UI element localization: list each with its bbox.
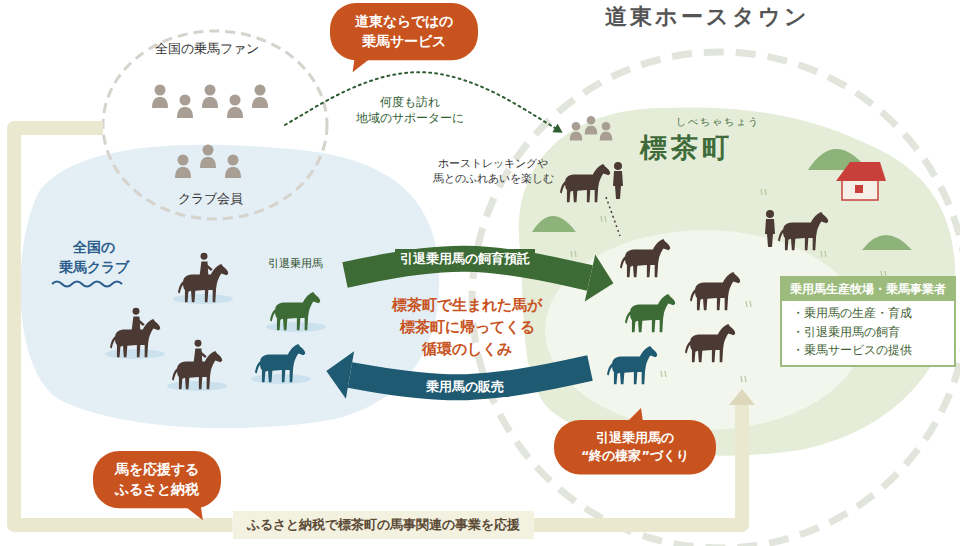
- grass-ticks: [571, 189, 886, 382]
- center-message: 標茶町で生まれた馬が 標茶町に帰ってくる 循環のしくみ: [387, 295, 547, 360]
- person-icon: [585, 116, 598, 134]
- group-heading: 全国の乗馬ファン: [155, 40, 259, 58]
- ruby-text: しべちゃちょう: [676, 115, 760, 129]
- speech-bubble-shape: [93, 451, 221, 508]
- horse-icon: [685, 324, 735, 362]
- horse-rider: [110, 308, 160, 357]
- person-icon: [765, 210, 775, 247]
- band-text: ふるさと納税で標茶町の馬事関連の事業を応援: [247, 516, 520, 534]
- bubble-text: 馬を応援する ふるさと納税: [111, 460, 203, 499]
- wave-line: [52, 282, 122, 287]
- person-icon: [200, 145, 216, 169]
- person-icon: [227, 95, 243, 119]
- house: [836, 162, 886, 200]
- bubble-tail: [353, 59, 371, 73]
- retired-horse-green: [625, 294, 675, 332]
- tax-band: ふるさと納税で標茶町の馬事関連の事業を応援: [233, 511, 534, 539]
- riding-horse-blue: [607, 346, 657, 384]
- dashed-ring: [472, 52, 960, 546]
- dotted-arrow-line: [285, 72, 555, 128]
- horse-icon: [560, 164, 610, 202]
- person-icon: [613, 162, 623, 199]
- connector-label: 乗用馬の販売: [421, 377, 509, 397]
- flow-arrow: [326, 351, 590, 398]
- speech-bubble-shape: [330, 3, 478, 60]
- town-horses: [560, 162, 828, 362]
- bubble-tail: [627, 408, 643, 422]
- tax-loop-line: [534, 389, 756, 525]
- bubble-body: [554, 420, 716, 474]
- list-item: ・引退乗用馬の飼育: [782, 323, 954, 342]
- tax-loop-line-line: [534, 405, 743, 525]
- region-heading: 全国の 乗馬クラブ: [52, 238, 136, 277]
- speech-bubble: 道東ならではの 乗馬サービス: [330, 3, 478, 60]
- person-icon: [152, 85, 168, 109]
- retired-horse-green: [270, 292, 320, 330]
- arrow-head: [585, 255, 614, 302]
- connector-label: 何度も訪れ 地域のサポーターに: [346, 93, 474, 127]
- dotted-path: [606, 197, 620, 236]
- bubble-text: 道東ならではの 乗馬サービス: [348, 12, 460, 51]
- hills: [532, 149, 912, 250]
- tax-loop-line: [14, 128, 233, 525]
- operator-box: 乗用馬生産牧場・乗馬事業者・乗用馬の生産・育成・引退乗用馬の飼育・乗馬サービスの…: [780, 276, 956, 367]
- speech-bubble-shape: [554, 420, 716, 474]
- tax-loop-line-line: [14, 128, 233, 525]
- bubble-body: [93, 451, 221, 508]
- dotted-arrow: [285, 72, 563, 133]
- arrow-head: [552, 124, 562, 133]
- list-item: ・乗馬サービスの提供: [782, 341, 954, 365]
- person-icon: [225, 155, 241, 179]
- person-icon: [252, 85, 268, 109]
- horse-label: 引退乗用馬: [268, 256, 323, 271]
- horse-icon: [620, 239, 670, 277]
- person-icon: [600, 122, 613, 140]
- horse-icon: [778, 212, 828, 250]
- box-heading: 乗用馬生産牧場・乗馬事業者: [782, 278, 954, 301]
- person-icon: [570, 122, 583, 140]
- list-item: ・乗用馬の生産・育成: [782, 301, 954, 323]
- dashed-outline: [103, 31, 327, 219]
- connector-label: 引退乗用馬の飼育預託: [395, 249, 535, 269]
- horse-icon: [690, 272, 740, 310]
- riding-horse-blue: [255, 344, 305, 382]
- horse-rider: [178, 253, 228, 302]
- town-name: 標茶町: [640, 129, 733, 167]
- person-icon: [202, 85, 218, 109]
- speech-bubble: 引退乗用馬の “終の棲家”づくり: [554, 420, 716, 474]
- speech-bubble: 馬を応援する ふるさと納税: [93, 451, 221, 508]
- arrow-head: [729, 389, 755, 405]
- person-icon: [175, 155, 191, 179]
- club-riders: [110, 253, 228, 389]
- person-icon: [177, 95, 193, 119]
- arrow-head: [326, 351, 354, 398]
- horse-rider: [172, 340, 222, 389]
- bubble-text: 引退乗用馬の “終の棲家”づくり: [570, 429, 700, 465]
- bubble-body: [330, 3, 478, 60]
- region-title: 道東ホースタウン: [605, 2, 810, 33]
- note-text: ホーストレッキングや 馬とのふれあいを楽しむ: [428, 156, 558, 187]
- group-label: クラブ会員: [178, 190, 243, 208]
